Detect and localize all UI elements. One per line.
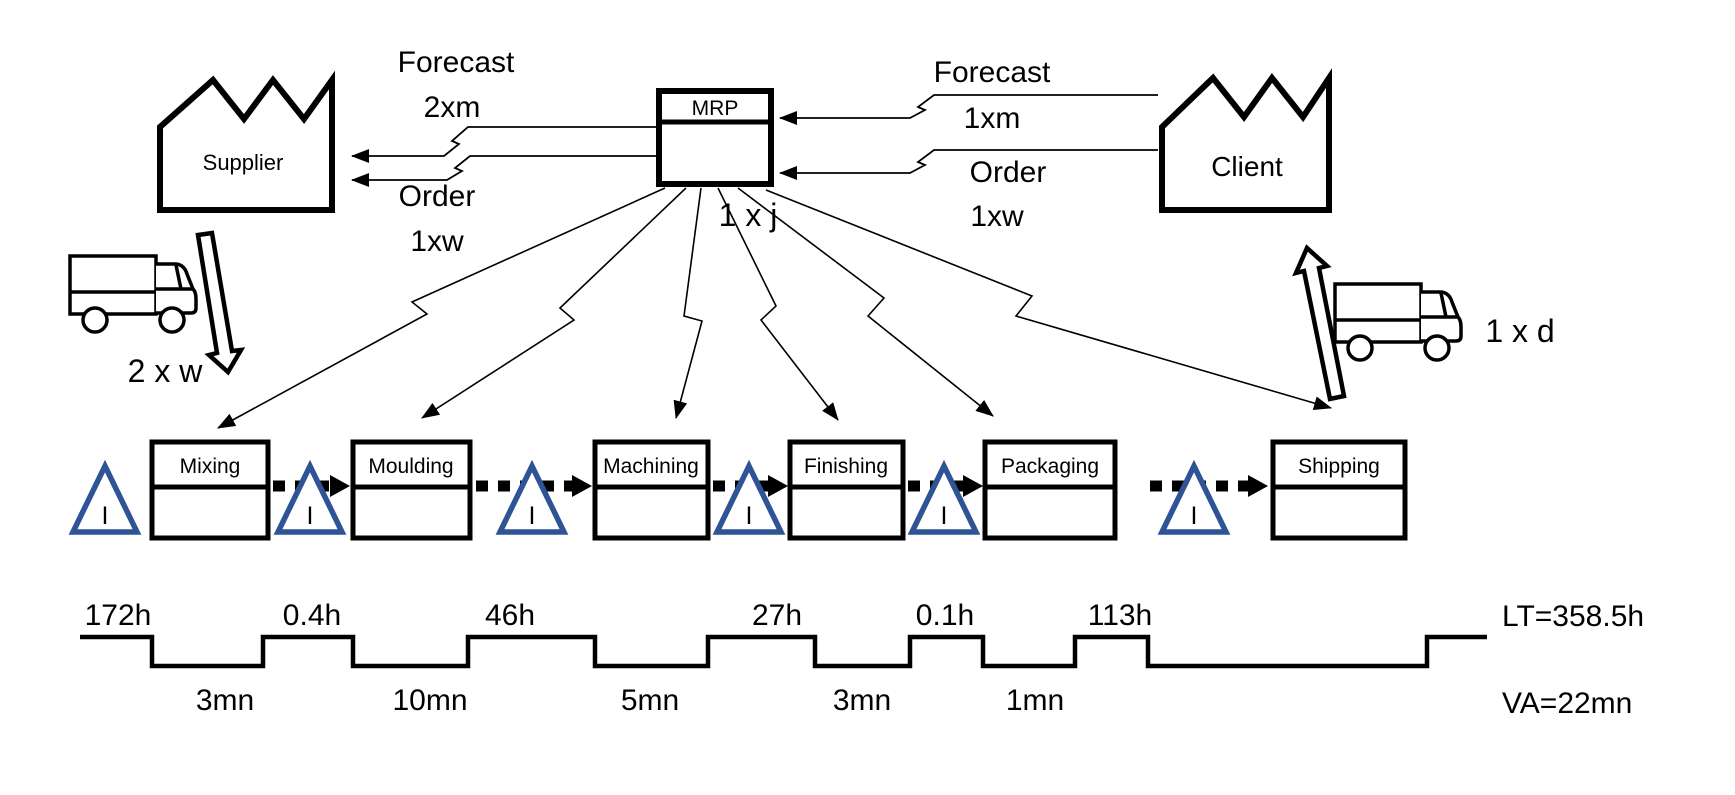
inventory-triangle: I — [712, 459, 786, 535]
schedule-arrow-finishing — [717, 187, 839, 421]
inventory-triangle: I — [495, 459, 569, 535]
truck-icon — [1333, 282, 1463, 362]
process-time: 10mn — [392, 684, 467, 717]
info-flow-supplier: Forecast 2xm Order 1xw — [351, 46, 659, 258]
process-name: Moulding — [368, 455, 453, 478]
process-name: Packaging — [1001, 455, 1099, 478]
inventory-triangle: I — [907, 459, 981, 535]
inventory-symbol: I — [307, 502, 314, 530]
forecast-supplier-label: Forecast — [398, 46, 515, 79]
mrp-label: MRP — [692, 97, 739, 120]
order-client-label: Order — [970, 156, 1047, 189]
inbound-transport: 2 x w — [68, 230, 246, 389]
inbound-transport-arrow — [195, 230, 246, 376]
outbound-transport: 1 x d — [1292, 244, 1555, 402]
order-supplier-arrow — [351, 155, 659, 187]
wait-time: 113h — [1088, 599, 1153, 632]
process-time-labels: 3mn 10mn 5mn 3mn 1mn — [196, 684, 1064, 717]
push-arrowhead — [963, 475, 983, 497]
process-time: 3mn — [833, 684, 891, 717]
inventory-triangle: I — [68, 459, 142, 535]
outbound-frequency-label: 1 x d — [1485, 313, 1554, 349]
process-name: Mixing — [180, 455, 241, 478]
process-name: Finishing — [804, 455, 888, 478]
forecast-client-label: Forecast — [934, 56, 1051, 89]
lead-time-total: LT=358.5h — [1502, 600, 1644, 633]
process-time: 5mn — [621, 684, 679, 717]
wait-time-labels: 172h 0.4h 46h 27h 0.1h 113h — [85, 599, 1153, 632]
order-supplier-frequency: 1xw — [410, 225, 464, 258]
push-arrowhead — [572, 475, 592, 497]
wait-time: 0.1h — [916, 599, 974, 632]
outbound-transport-arrow — [1292, 244, 1347, 402]
supplier-factory: Supplier — [157, 70, 335, 213]
wait-time: 0.4h — [283, 599, 341, 632]
mrp-schedule-arrows — [217, 187, 1332, 429]
order-client-arrow — [779, 149, 1158, 180]
value-added-total: VA=22mn — [1502, 687, 1632, 720]
forecast-client-frequency: 1xm — [964, 102, 1021, 135]
inventory-symbol: I — [1191, 502, 1198, 530]
timeline: 172h 0.4h 46h 27h 0.1h 113h 3mn 10mn 5mn… — [80, 599, 1644, 720]
inventory-triangle: I — [273, 459, 347, 535]
schedule-arrow-moulding — [421, 187, 687, 419]
process-box-finishing: Finishing — [787, 439, 906, 541]
process-boxes: Mixing Moulding Machining Finishing Pack… — [149, 439, 1408, 541]
schedule-arrow-shipping — [765, 189, 1332, 410]
process-box-mixing: Mixing — [149, 439, 271, 541]
inbound-frequency-label: 2 x w — [128, 353, 204, 389]
schedule-arrow-packaging — [737, 187, 994, 417]
inventory-symbol: I — [102, 502, 109, 530]
mrp-rect — [656, 88, 774, 187]
inventory-triangles: I I I I I I — [68, 459, 1231, 535]
factory-icon — [1159, 68, 1332, 213]
process-box-packaging: Packaging — [982, 439, 1118, 541]
schedule-arrow-mixing — [217, 187, 666, 429]
forecast-supplier-arrow — [351, 126, 659, 163]
wait-time: 46h — [485, 599, 535, 632]
supplier-label: Supplier — [203, 150, 284, 175]
push-arrowheads — [330, 475, 1268, 497]
push-arrowhead — [330, 475, 350, 497]
forecast-supplier-frequency: 2xm — [424, 91, 481, 124]
process-time: 3mn — [196, 684, 254, 717]
wait-time: 27h — [752, 599, 802, 632]
order-client-frequency: 1xw — [970, 200, 1024, 233]
process-box-moulding: Moulding — [350, 439, 473, 541]
inventory-symbol: I — [529, 502, 536, 530]
timeline-line — [80, 634, 1487, 669]
process-name: Shipping — [1298, 455, 1380, 478]
inventory-triangle: I — [1157, 459, 1231, 535]
process-box-shipping: Shipping — [1270, 439, 1408, 541]
schedule-arrow-machining — [673, 187, 703, 419]
process-name: Machining — [603, 455, 699, 478]
process-box-machining: Machining — [592, 439, 711, 541]
factory-icon — [157, 70, 335, 213]
order-supplier-label: Order — [399, 180, 476, 213]
process-time: 1mn — [1006, 684, 1064, 717]
wait-time: 172h — [85, 599, 152, 632]
push-arrowhead — [1248, 475, 1268, 497]
truck-icon — [68, 254, 198, 334]
mrp-frequency-label: 1 x j — [719, 197, 778, 233]
info-flow-client: Forecast 1xm Order 1xw — [779, 56, 1158, 233]
inventory-symbol: I — [746, 502, 753, 530]
client-factory: Client — [1159, 68, 1332, 213]
client-label: Client — [1211, 151, 1283, 182]
mrp-box: MRP 1 x j — [656, 88, 778, 233]
inventory-symbol: I — [941, 502, 948, 530]
forecast-client-arrow — [779, 94, 1158, 125]
push-arrowhead — [768, 475, 788, 497]
